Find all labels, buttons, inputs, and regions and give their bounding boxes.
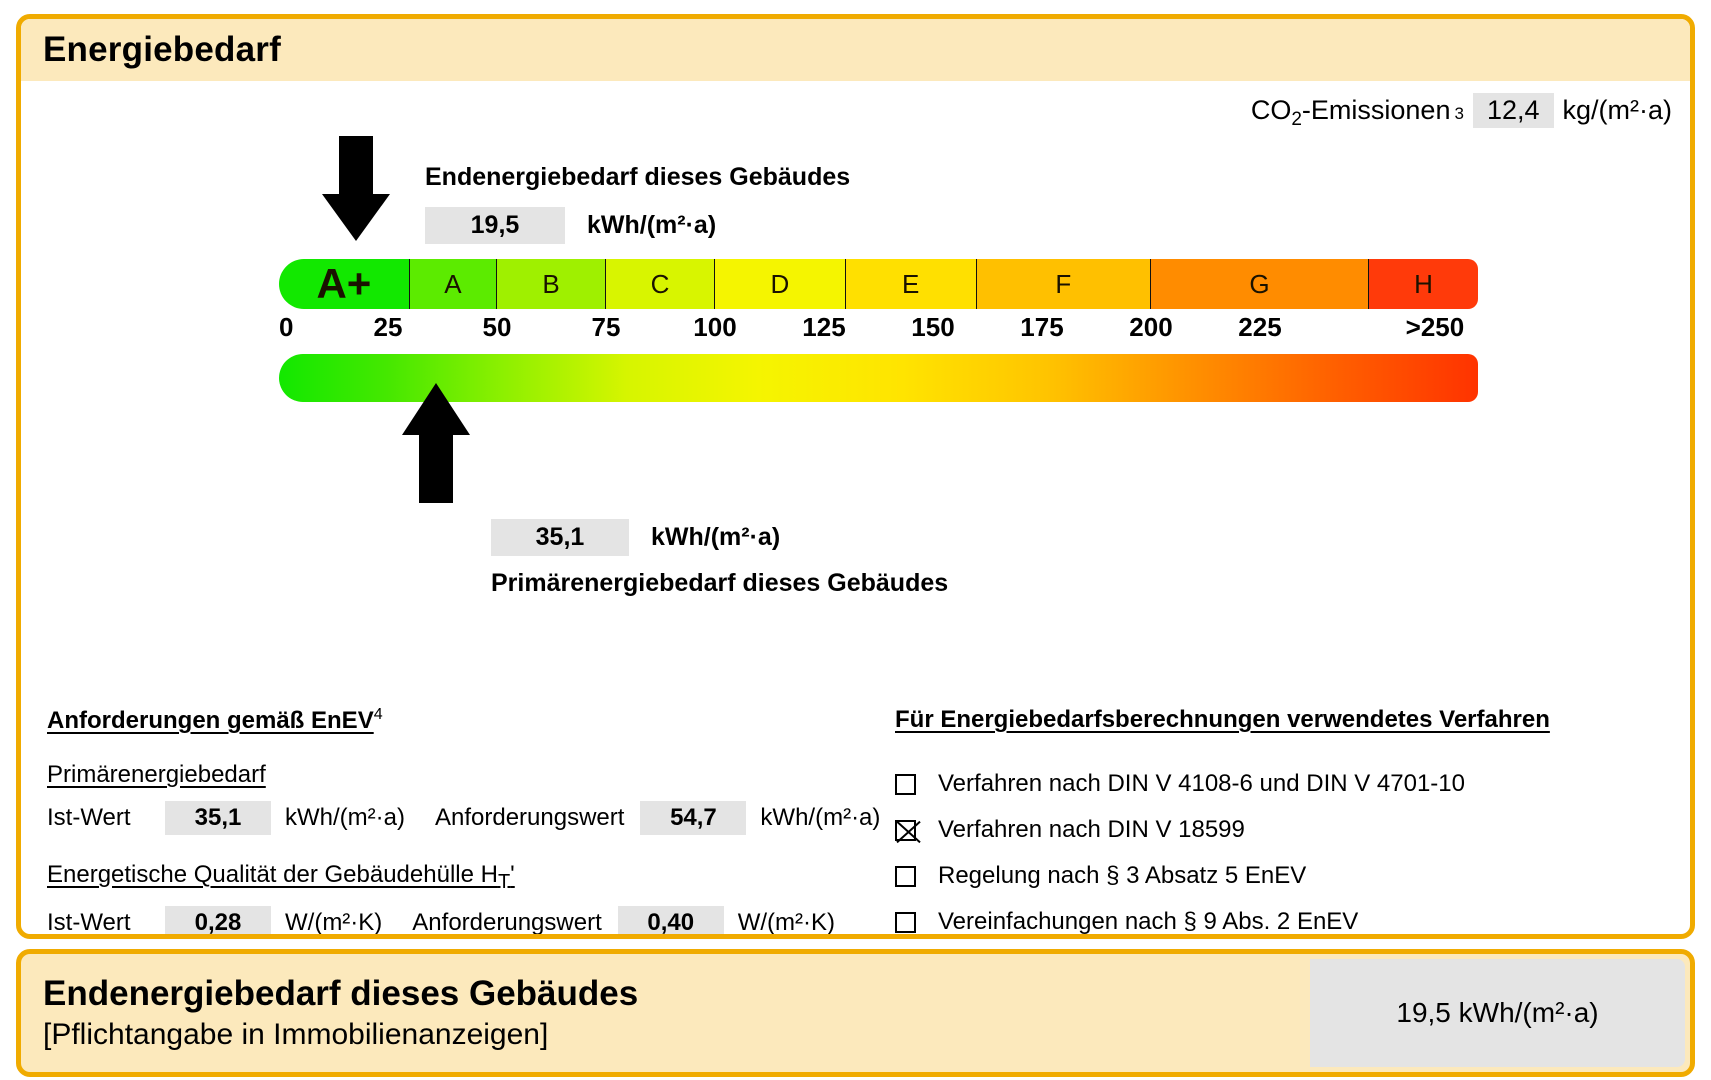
primary-energy-subheading: Primärenergiebedarf (47, 761, 266, 788)
hull-ist-label: Ist-Wert (47, 908, 131, 936)
end-energy-value-row: 19,5 kWh/(m²·a) (425, 207, 716, 244)
class-segment-aplus: A+ (279, 259, 410, 309)
tick-label-3: 75 (591, 312, 621, 342)
hull-ist-value: 0,28 (165, 905, 271, 934)
hull-ist-unit: W/(m²·K) (285, 908, 383, 936)
end-energy-caption: Endenergiebedarf dieses Gebäudes (425, 163, 851, 191)
primary-anf-value: 54,7 (640, 801, 747, 835)
method-option-checkbox-3[interactable] (895, 911, 916, 933)
primary-energy-value: 35,1 (491, 519, 629, 556)
hull-values-row: Ist-Wert 0,28 W/(m²·K) Anforderungswert … (47, 905, 877, 936)
co2-label: CO2-Emissionen (1250, 95, 1451, 130)
primary-energy-unit: kWh/(m²·a) (651, 523, 781, 551)
tick-label-10: >250 (1405, 312, 1465, 342)
method-option-label-3: Vereinfachungen nach § 9 Abs. 2 EnEV (938, 908, 1359, 935)
method-option-checkbox-0[interactable] (895, 773, 916, 795)
primary-energy-value-row: 35,1 kWh/(m²·a) (491, 519, 780, 556)
tick-label-1: 25 (373, 312, 403, 342)
tick-label-4: 100 (693, 312, 737, 342)
co2-emissions-row: CO2-Emissionen 3 12,4 kg/(m²·a) (1251, 93, 1672, 131)
tick-label-7: 175 (1020, 312, 1064, 342)
energy-demand-panel: Energiebedarf CO2-Emissionen 3 12,4 kg/(… (16, 14, 1695, 939)
panel-header: Energiebedarf (21, 19, 1690, 81)
panel-body: CO2-Emissionen 3 12,4 kg/(m²·a) Endenerg… (21, 81, 1690, 936)
co2-value: 12,4 (1472, 93, 1554, 128)
class-segment-c: C (605, 259, 715, 309)
primary-energy-marker-arrow-up-icon (402, 383, 470, 503)
class-segment-d: D (714, 259, 846, 309)
primary-anf-unit: kWh/(m²·a) (760, 804, 881, 831)
primary-ist-value: 35,1 (165, 801, 271, 835)
scale-tick-labels: 0 25 50 75 100 125 150 175 200 225 >250 (279, 312, 1478, 352)
method-option-row[interactable]: Verfahren nach DIN V 18599 (895, 816, 1672, 844)
method-option-label-1: Verfahren nach DIN V 18599 (938, 816, 1245, 843)
method-option-label-0: Verfahren nach DIN V 4108-6 und DIN V 47… (938, 770, 1465, 797)
end-energy-marker-arrow-down-icon (322, 136, 390, 241)
footer-value: 19,5 kWh/(m²·a) (1310, 959, 1685, 1067)
footer-title: Endenergiebedarf dieses Gebäudes (43, 974, 639, 1013)
primary-anf-label: Anforderungswert (434, 804, 625, 831)
tick-label-6: 150 (911, 312, 955, 342)
page-title: Energiebedarf (43, 30, 281, 69)
class-segment-b: B (496, 259, 606, 309)
lower-columns: Anforderungen gemäß EnEV4 Primärenergieb… (47, 706, 1672, 936)
tick-label-9: 225 (1238, 312, 1282, 342)
requirements-heading: Anforderungen gemäß EnEV4 (47, 706, 383, 734)
class-segment-f: F (976, 259, 1151, 309)
method-option-label-2: Regelung nach § 3 Absatz 5 EnEV (938, 862, 1307, 889)
mandatory-disclosure-panel: Endenergiebedarf dieses Gebäudes [Pflich… (16, 949, 1695, 1077)
method-option-checkbox-2[interactable] (895, 865, 916, 887)
method-option-row[interactable]: Regelung nach § 3 Absatz 5 EnEV (895, 862, 1672, 890)
method-column: Für Energiebedarfsberechnungen verwendet… (877, 706, 1672, 935)
class-segment-g: G (1150, 259, 1369, 309)
end-energy-unit: kWh/(m²·a) (587, 211, 717, 239)
gradient-bar (279, 354, 1478, 402)
class-segment-e: E (845, 259, 977, 309)
hull-quality-subheading: Energetische Qualität der Gebäudehülle H… (47, 861, 515, 893)
tick-label-5: 125 (802, 312, 846, 342)
hull-anf-value: 0,40 (617, 905, 724, 934)
method-option-checkbox-1[interactable] (895, 819, 916, 841)
tick-label-2: 50 (482, 312, 512, 342)
end-energy-value: 19,5 (425, 207, 565, 244)
hull-anf-label: Anforderungswert (412, 908, 602, 936)
primary-energy-values-row: Ist-Wert 35,1 kWh/(m²·a) Anforderungswer… (47, 801, 881, 835)
method-option-row[interactable]: Vereinfachungen nach § 9 Abs. 2 EnEV (895, 908, 1672, 935)
primary-ist-label: Ist-Wert (47, 804, 131, 831)
co2-unit: kg/(m²·a) (1562, 95, 1673, 125)
class-segment-a: A (409, 259, 497, 309)
hull-anf-unit: W/(m²·K) (737, 908, 836, 936)
co2-footnote: 3 (1454, 104, 1464, 123)
method-option-list: Verfahren nach DIN V 4108-6 und DIN V 47… (895, 770, 1672, 935)
class-segment-h: H (1368, 259, 1478, 309)
tick-label-8: 200 (1129, 312, 1173, 342)
primary-ist-unit: kWh/(m²·a) (285, 804, 405, 831)
primary-energy-caption: Primärenergiebedarf dieses Gebäudes (491, 569, 949, 597)
method-option-row[interactable]: Verfahren nach DIN V 4108-6 und DIN V 47… (895, 770, 1672, 798)
method-heading: Für Energiebedarfsberechnungen verwendet… (895, 706, 1550, 733)
tick-label-0: 0 (278, 312, 294, 342)
requirements-column: Anforderungen gemäß EnEV4 Primärenergieb… (47, 706, 881, 936)
footer-subtitle: [Pflichtangabe in Immobilienanzeigen] (43, 1018, 549, 1051)
footer-text: Endenergiebedarf dieses Gebäudes [Pflich… (21, 974, 638, 1052)
